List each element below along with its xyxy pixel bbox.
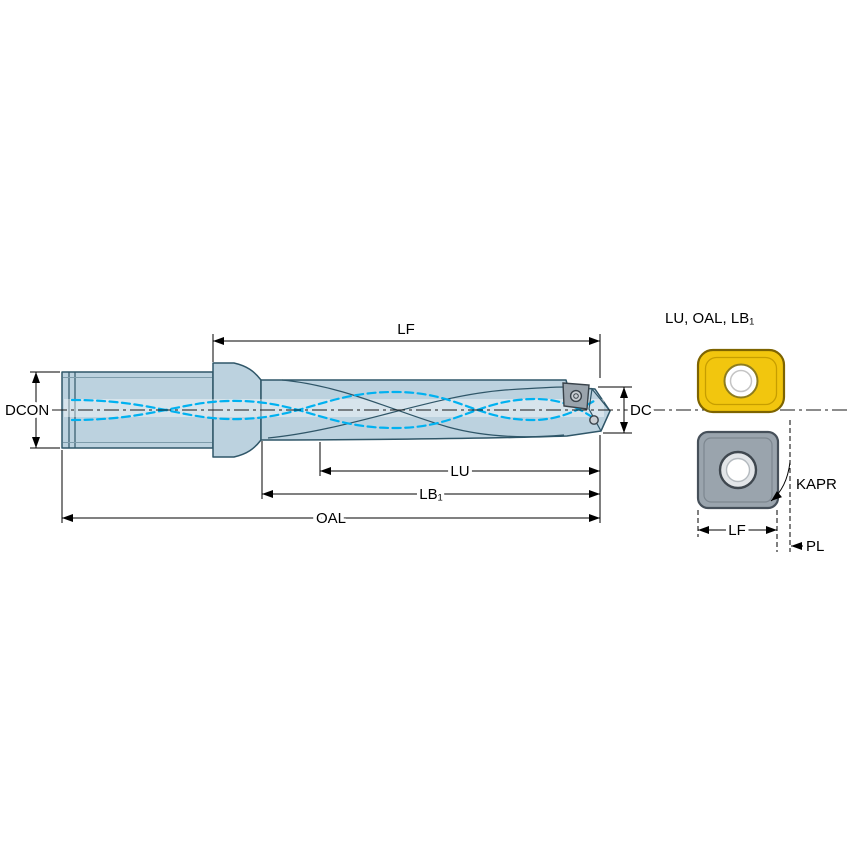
dim-label-dc: DC	[630, 402, 652, 419]
dim-label-oal: OAL	[316, 510, 346, 527]
dim-label-dcon: DCON	[5, 402, 49, 419]
insert-grey	[696, 430, 780, 510]
dim-label-lf: LF	[397, 321, 415, 338]
kapr-angle-arc	[770, 461, 791, 502]
insert-yellow-hole-inner	[729, 369, 753, 393]
flute-edge-1	[267, 386, 567, 439]
dim-label-insert-lf: LF	[728, 522, 746, 539]
dim-label-lu: LU	[450, 463, 469, 480]
body-highlight	[64, 399, 604, 417]
tip-insert-screw-slot	[573, 393, 579, 399]
tip-peripheral-screw	[589, 415, 599, 425]
insert-yellow	[696, 348, 786, 414]
dim-label-kapr: KAPR	[796, 476, 837, 493]
insert-detail-panel: LU, OAL, LB₁ KAPR LF PL	[665, 310, 841, 559]
insert-reference-label: LU, OAL, LB₁	[665, 310, 754, 327]
tip-insert-screw	[569, 389, 583, 403]
insert-grey-hole-inner	[725, 457, 751, 483]
flute-edge-2	[281, 379, 565, 438]
dim-label-pl: PL	[806, 538, 824, 555]
insert-yellow-inner-edge	[704, 356, 778, 406]
coolant-channel-2	[70, 397, 594, 430]
tip-chisel-face	[588, 387, 611, 433]
dimension-annotations: LF DCON DC LU LB₁ OAL	[2, 321, 656, 531]
insert-grey-inner-edge	[703, 437, 773, 503]
dim-label-lb1: LB₁	[419, 486, 442, 503]
coolant-channel-1	[70, 390, 596, 422]
